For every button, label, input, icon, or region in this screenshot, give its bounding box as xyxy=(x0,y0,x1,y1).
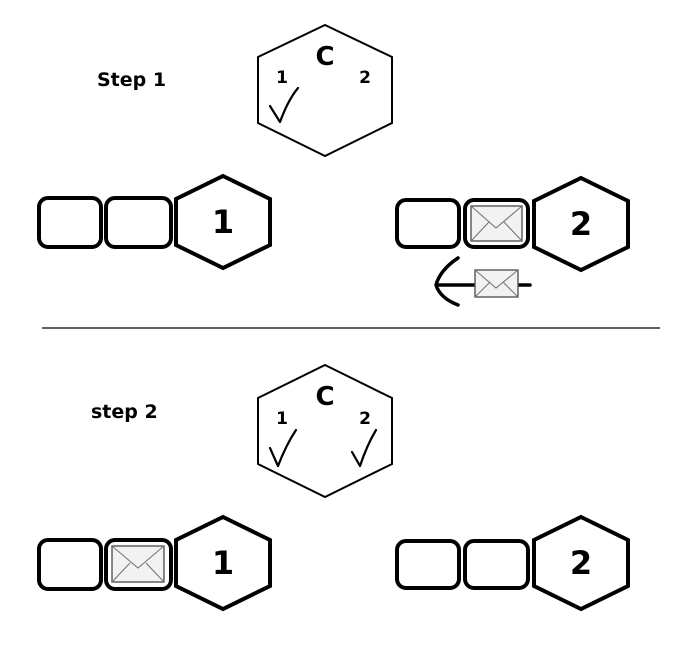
queue-slot xyxy=(37,196,103,249)
ack-1-checkmark-icon xyxy=(268,86,300,124)
participant-2-step-2: 2 xyxy=(395,514,630,612)
queue-slot xyxy=(395,198,461,249)
coordinator-participant-1-label: 1 xyxy=(276,409,288,429)
coordinator-letter: C xyxy=(315,382,334,412)
queue-slot xyxy=(104,196,173,249)
participant-1-step-1: 1 xyxy=(37,173,272,271)
participant-hexagon xyxy=(532,514,630,612)
coordinator-step-1: C 1 2 xyxy=(257,23,393,158)
step-2-label: step 2 xyxy=(91,401,158,423)
coordinator-step-2: C 1 2 xyxy=(257,363,393,499)
coordinator-participant-1-label: 1 xyxy=(276,68,288,88)
coordinator-hexagon xyxy=(257,23,393,158)
participant-id: 2 xyxy=(570,544,592,582)
participant-1-step-2: 1 xyxy=(37,514,272,612)
queue-slot xyxy=(37,538,103,591)
participant-hexagon xyxy=(532,175,630,273)
participant-hexagon xyxy=(174,514,272,612)
coordinator-letter: C xyxy=(315,42,334,72)
step-1-label: Step 1 xyxy=(97,69,166,91)
arrow-left-icon xyxy=(434,256,460,307)
outgoing-message-arrow xyxy=(434,256,532,307)
envelope-icon xyxy=(111,545,165,583)
queue-slot xyxy=(395,539,461,590)
envelope-icon xyxy=(474,269,519,298)
queue-slot xyxy=(463,539,530,590)
ack-2-checkmark-icon xyxy=(350,428,378,468)
ack-1-checkmark-icon xyxy=(268,428,298,468)
participant-id: 1 xyxy=(212,203,234,241)
coordinator-participant-2-label: 2 xyxy=(359,68,371,88)
envelope-icon xyxy=(470,205,523,242)
participant-id: 1 xyxy=(212,544,234,582)
coordinator-participant-2-label: 2 xyxy=(359,409,371,429)
step-1-section: Step 1 C 1 2 1 2 xyxy=(37,23,630,307)
step-2-section: step 2 C 1 2 1 xyxy=(37,363,630,612)
participant-2-step-1: 2 xyxy=(395,175,630,273)
participant-id: 2 xyxy=(570,205,592,243)
participant-hexagon xyxy=(174,173,272,271)
